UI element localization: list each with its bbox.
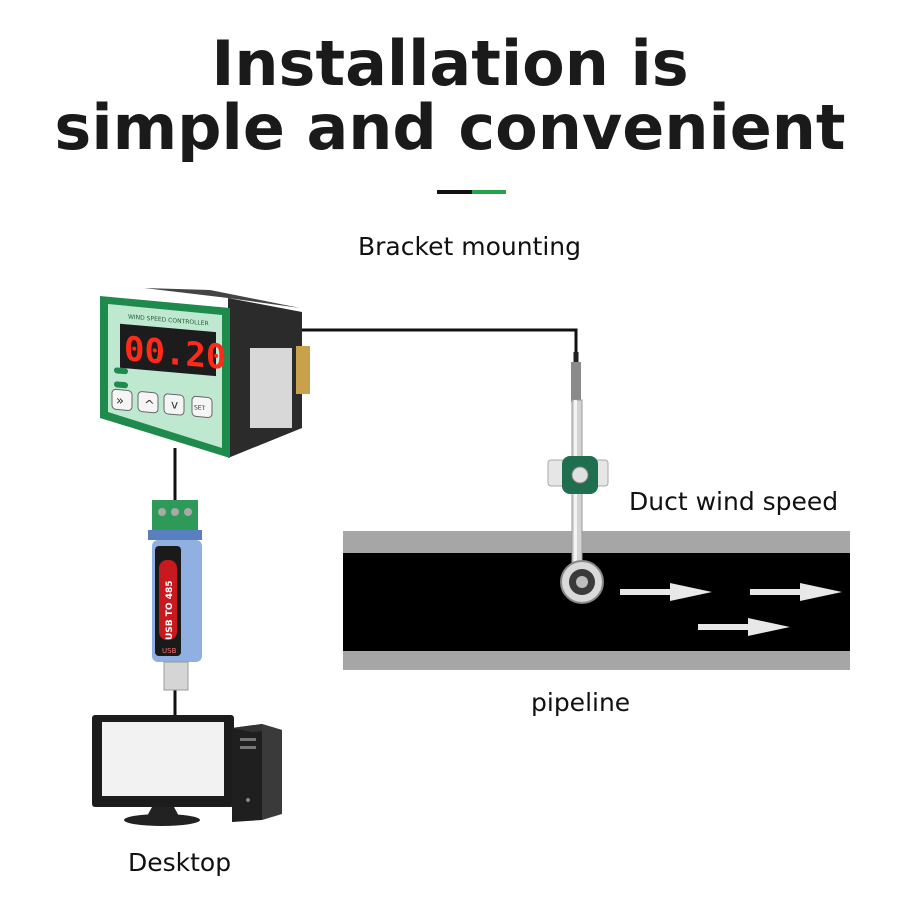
controller-button-set-label: SET — [194, 404, 206, 412]
monitor-screen — [102, 722, 224, 796]
label-pipeline: pipeline — [531, 688, 631, 717]
title-line-1: Installation is — [211, 27, 689, 100]
controller-to-sensor-cable — [302, 328, 578, 352]
adapter-port-label: USB — [162, 647, 177, 655]
title-divider-green — [472, 190, 506, 194]
controller-display: 00.20 — [124, 329, 226, 378]
title-line-2: simple and convenient — [54, 91, 846, 164]
duct-top-wall — [343, 531, 850, 553]
controller-button-shift-label: » — [116, 393, 124, 409]
airflow-arrows — [620, 583, 842, 636]
label-desktop: Desktop — [128, 848, 232, 877]
mounting-bracket — [547, 456, 609, 494]
label-duct-wind-speed: Duct wind speed — [629, 487, 839, 516]
controller-button-set[interactable] — [191, 395, 213, 418]
duct-pipeline — [343, 531, 850, 670]
label-bracket-mounting: Bracket mounting — [358, 232, 582, 261]
sensor-head — [560, 560, 604, 604]
wind-speed-controller: 00.20 WIND SPEED CONTROLLER » ^ v SET — [100, 288, 310, 458]
usb-plug — [163, 661, 189, 691]
adapter-label: USB TO 485 — [165, 581, 175, 641]
controller-button-up[interactable] — [137, 391, 159, 414]
duct-bottom-wall — [343, 651, 850, 670]
controller-button-up-label: ^ — [144, 398, 155, 414]
usb-to-485-adapter: USB TO 485 USB — [148, 500, 202, 691]
wind-speed-sensor — [547, 352, 609, 604]
title-divider-black — [437, 190, 472, 194]
controller-button-shift[interactable] — [111, 388, 133, 411]
controller-button-down-label: v — [171, 397, 178, 412]
controller-button-down[interactable] — [163, 393, 185, 416]
desktop-computer — [92, 715, 282, 826]
